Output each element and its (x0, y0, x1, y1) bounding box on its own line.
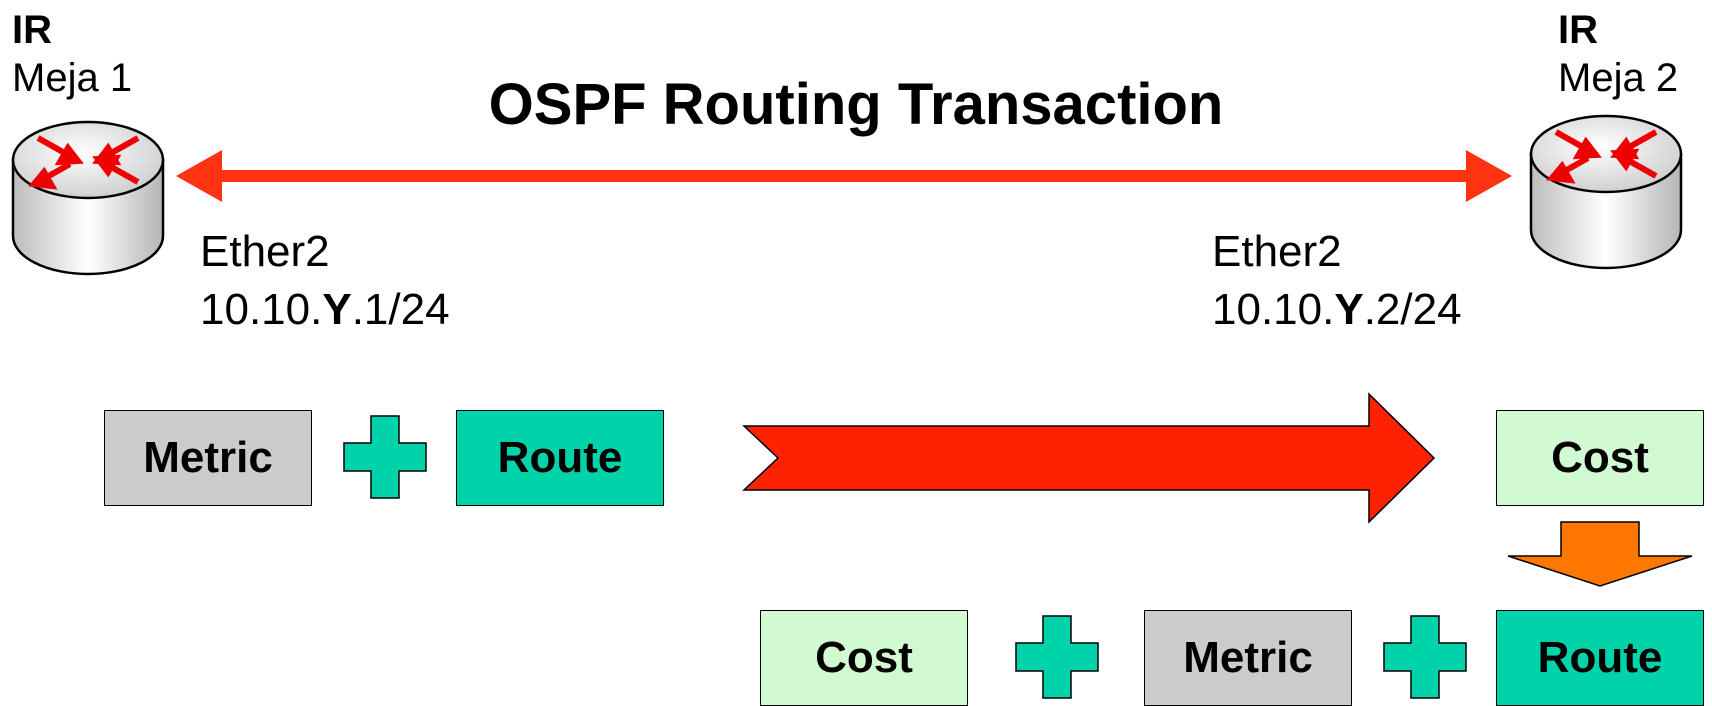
right-interface-name: Ether2 (1212, 227, 1342, 276)
right-router-name: Meja 2 (1558, 56, 1679, 100)
down-arrow (1507, 521, 1693, 587)
route-box-result: Route (1496, 610, 1704, 706)
metric-box: Metric (104, 410, 312, 506)
router-icon (1529, 114, 1683, 270)
double-arrow (176, 150, 1512, 202)
cost-box-result: Cost (760, 610, 968, 706)
left-router-name: Meja 1 (12, 56, 133, 100)
router-icon (11, 120, 165, 276)
big-right-arrow (742, 392, 1436, 524)
right-router-ir-label: IR (1558, 8, 1598, 52)
right-interface-ip: 10.10.Y.2/24 (1212, 285, 1462, 334)
diagram-title: OSPF Routing Transaction (488, 72, 1224, 137)
left-interface-ip: 10.10.Y.1/24 (200, 285, 450, 334)
route-box: Route (456, 410, 664, 506)
plus-icon (1383, 615, 1467, 699)
left-interface-name: Ether2 (200, 227, 330, 276)
plus-icon (1015, 615, 1099, 699)
cost-box: Cost (1496, 410, 1704, 506)
left-router-ir-label: IR (12, 8, 52, 52)
metric-box-result: Metric (1144, 610, 1352, 706)
plus-icon (343, 415, 427, 499)
